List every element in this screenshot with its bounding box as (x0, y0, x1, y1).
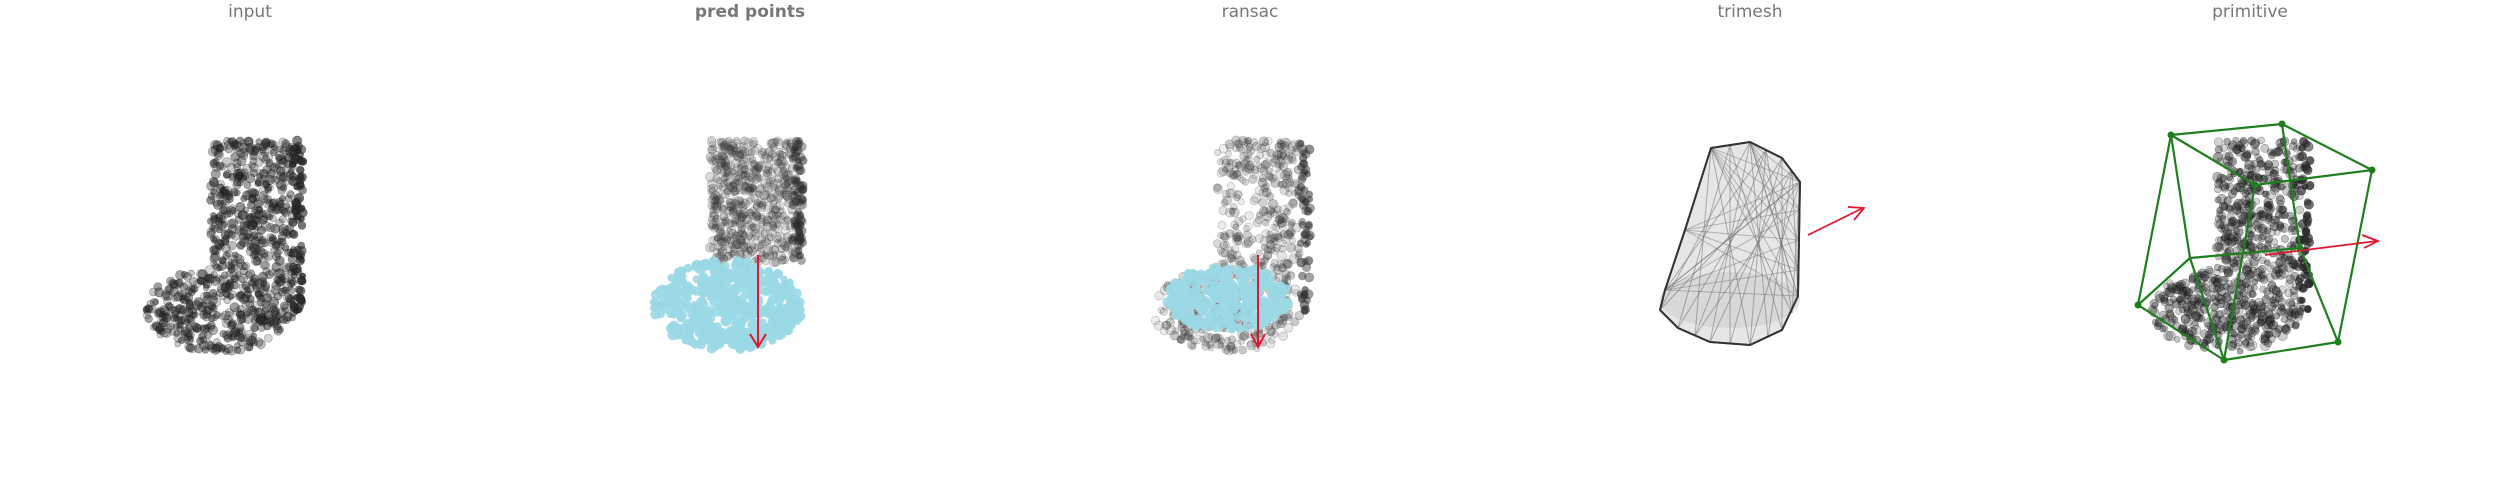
ransac-inlier-points (1162, 262, 1294, 334)
primitive-point-cloud (2147, 136, 2315, 355)
bounding-box-corners (2134, 120, 2376, 364)
panel-title-primitive: primitive (2212, 2, 2288, 22)
panel-ransac: ransac (1000, 0, 1500, 500)
panel-pred-points: pred points (500, 0, 1000, 500)
panel-title-ransac: ransac (1221, 2, 1279, 22)
boot-point-cloud (142, 135, 308, 356)
boot-point-cloud-faded (705, 136, 808, 268)
convex-hull-mesh (1659, 141, 1801, 346)
panel-title-pred-points: pred points (694, 2, 806, 22)
panel-trimesh: trimesh (1500, 0, 2000, 500)
ransac-view (1151, 135, 1315, 356)
panel-title-trimesh: trimesh (1717, 2, 1783, 22)
input-point-cloud (142, 135, 308, 356)
direction-arrow (1807, 206, 1866, 236)
panel-input: input (0, 0, 500, 500)
predicted-base-points (649, 256, 806, 354)
ransac-point-cloud (1151, 135, 1315, 356)
trimesh-view (1659, 141, 1866, 346)
primitive-view (2134, 120, 2381, 364)
panel-title-input: input (228, 2, 272, 22)
direction-arrow (2264, 234, 2381, 256)
pred-points-view (649, 136, 808, 354)
direction-arrow (1250, 255, 1266, 350)
direction-arrow (749, 255, 767, 349)
panel-primitive: primitive (2000, 0, 2500, 500)
